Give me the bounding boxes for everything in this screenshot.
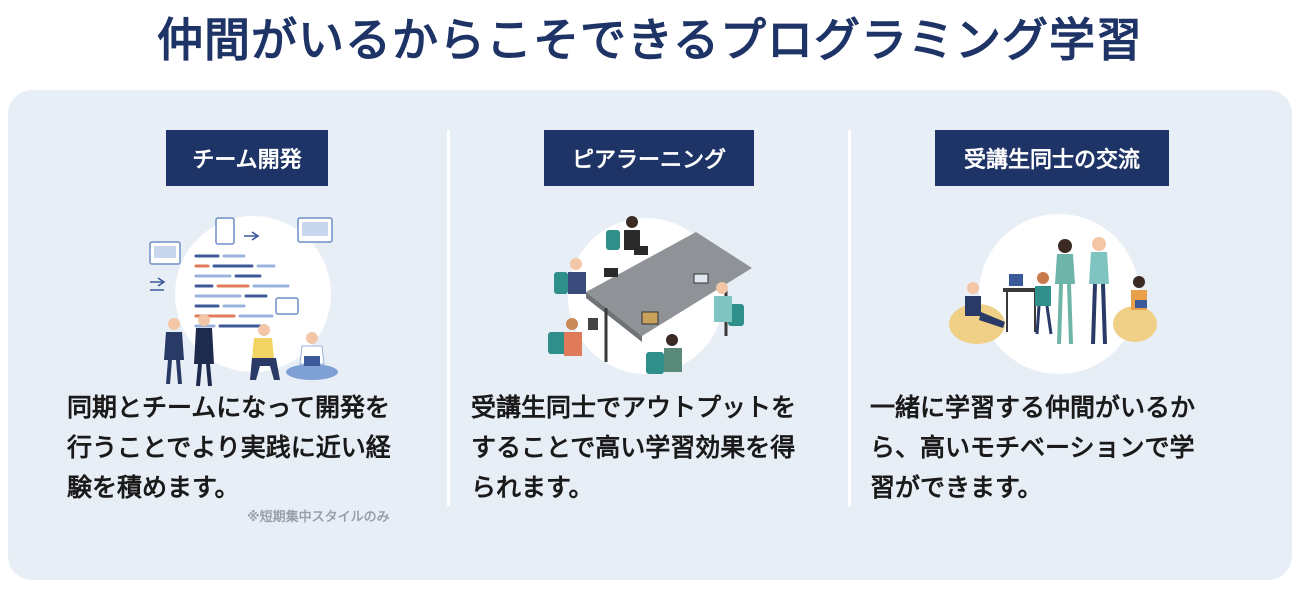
features-panel: チーム開発 xyxy=(8,90,1292,580)
peer-learning-illustration xyxy=(546,212,756,396)
team-development-illustration xyxy=(148,212,348,396)
feature-badge-peer-learning: ピアラーニング xyxy=(544,130,754,186)
description-line: 同期とチームになって開発を xyxy=(67,393,391,422)
feature-description-student-exchange: 一緒に学習する仲間がいるか ら、高いモチベーションで学 習ができます。 xyxy=(870,388,1195,508)
description-line: 一緒に学習する仲間がいるか xyxy=(870,393,1196,422)
page-title: 仲間がいるからこそできるプログラミング学習 xyxy=(156,13,1144,67)
description-line: ら、高いモチベーションで学 xyxy=(870,433,1195,462)
description-line: 習ができます。 xyxy=(870,473,1043,502)
description-line: られます。 xyxy=(471,473,594,502)
description-line: 受講生同士でアウトプットを xyxy=(471,393,797,422)
feature-badge-team-development: チーム開発 xyxy=(166,130,328,186)
feature-student-exchange: 受講生同士の交流 xyxy=(851,90,1251,580)
description-line: 験を積めます。 xyxy=(67,473,240,502)
feature-note-team-development: ※短期集中スタイルのみ xyxy=(247,510,390,525)
feature-peer-learning: ピアラーニング xyxy=(450,90,850,580)
student-exchange-illustration xyxy=(947,212,1159,396)
description-line: することで高い学習効果を得 xyxy=(471,433,796,462)
column-divider xyxy=(848,130,851,506)
column-divider xyxy=(447,130,450,506)
feature-team-development: チーム開発 xyxy=(48,90,448,580)
feature-description-peer-learning: 受講生同士でアウトプットを することで高い学習効果を得 られます。 xyxy=(471,388,796,508)
description-line: 行うことでより実践に近い経 xyxy=(67,433,391,462)
feature-description-team-development: 同期とチームになって開発を 行うことでより実践に近い経 験を積めます。 xyxy=(67,388,391,508)
feature-badge-student-exchange: 受講生同士の交流 xyxy=(935,130,1169,186)
